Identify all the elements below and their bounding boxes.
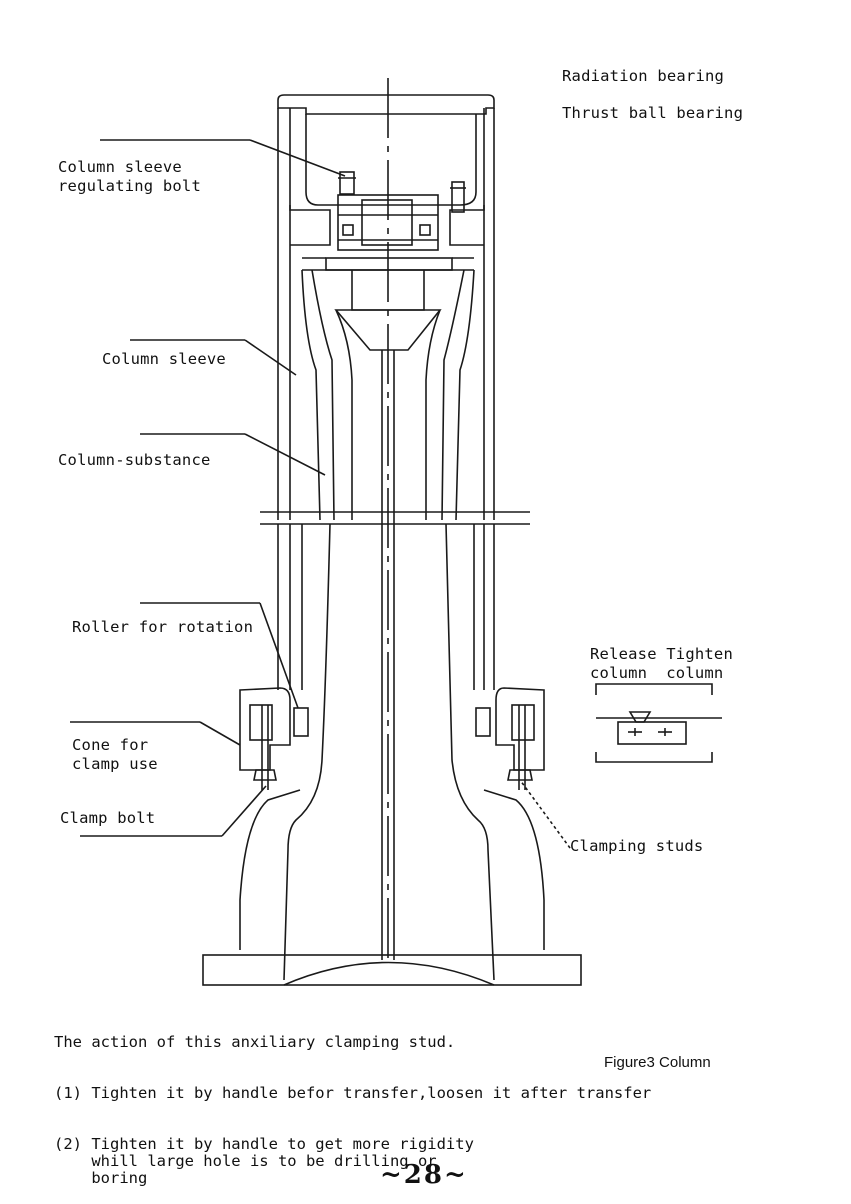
- label-radiation-bearing: Radiation bearing: [562, 67, 725, 85]
- notes-item-1: (1) Tighten it by handle befor transfer,…: [54, 1084, 652, 1102]
- base-plate: [202, 954, 582, 986]
- label-clamp-bolt: Clamp bolt: [60, 809, 156, 827]
- clamp-housing-left: [239, 687, 291, 771]
- bearing-block: [337, 194, 439, 251]
- notes-item-2: (2) Tighten it by handle to get more rig…: [54, 1135, 474, 1187]
- notes-block: The action of this anxiliary clamping st…: [54, 1000, 651, 1204]
- label-cone-for-clamp-use: Cone for clamp use: [72, 736, 158, 773]
- label-column-sleeve-regulating-bolt: Column sleeve regulating bolt: [58, 158, 201, 195]
- page-number: ~28~: [380, 1160, 468, 1190]
- regulating-bolt-right: [451, 181, 465, 213]
- figure-caption: Figure3 Column: [604, 1054, 711, 1071]
- label-column-sleeve: Column sleeve: [102, 350, 226, 368]
- column-body-right: [445, 523, 495, 981]
- label-release-tighten: Release Tighten column column: [590, 645, 733, 682]
- label-column-substance: Column-substance: [58, 451, 211, 469]
- clamp-housing-right: [495, 687, 545, 771]
- top-cap: [277, 94, 495, 115]
- column-body-left: [283, 523, 331, 981]
- regulating-bolt-left: [339, 171, 355, 195]
- label-roller-for-rotation: Roller for rotation: [72, 618, 254, 636]
- label-clamping-studs: Clamping studs: [570, 837, 704, 855]
- label-thrust-ball-bearing: Thrust ball bearing: [562, 104, 744, 122]
- notes-heading: The action of this anxiliary clamping st…: [54, 1033, 456, 1051]
- thrust-ring: [325, 257, 453, 271]
- leader-lines: [70, 139, 571, 849]
- release-tighten-diagram: [595, 683, 722, 763]
